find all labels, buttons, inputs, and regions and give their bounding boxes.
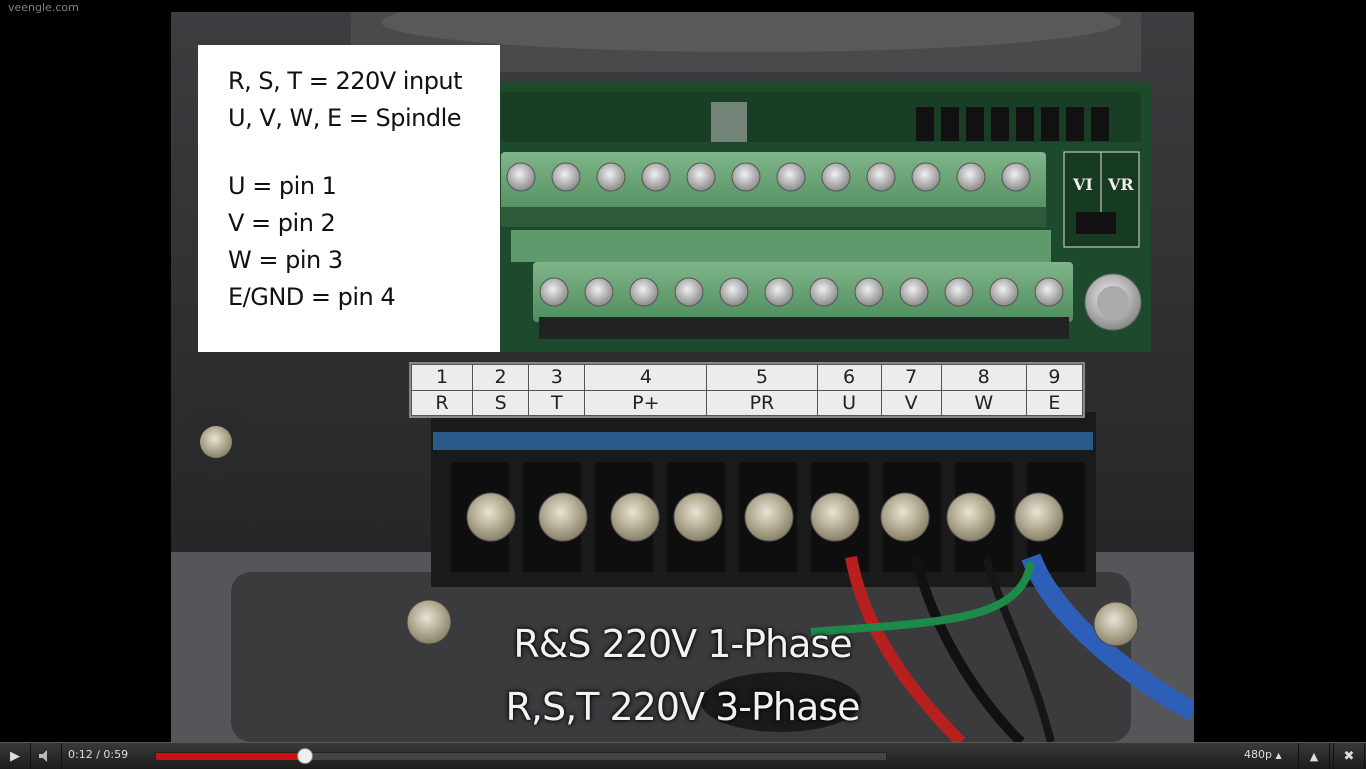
progress-bar[interactable] [155,748,887,764]
subtitle-line-1: R&S 220V 1-Phase [513,622,852,666]
terminal-number: 8 [940,364,1027,391]
terminal-number: 6 [816,364,882,391]
quality-up-icon: ▲ [1275,751,1282,760]
terminal-number: 7 [880,364,942,391]
terminal-number: 5 [706,364,818,391]
board-label-vr: VR [1107,175,1134,194]
close-button[interactable]: ✖ [1333,743,1365,769]
terminal-name: R [411,389,473,416]
note-line: E/GND = pin 4 [228,283,396,311]
video-frame[interactable]: VI VR [171,12,1194,742]
watermark: veengle.com [8,1,79,14]
quality-label: 480p [1244,748,1272,761]
terminal-name: E [1025,389,1084,416]
overlay-notes: R, S, T = 220V input U, V, W, E = Spindl… [198,45,500,352]
terminal-name: W [940,389,1027,416]
subtitle-line-2: R,S,T 220V 3-Phase [505,685,861,729]
note-line: V = pin 2 [228,209,336,237]
progress-knob[interactable] [297,748,314,764]
board-label-vi: VI [1072,175,1093,194]
popout-button[interactable]: ▲ [1298,743,1330,769]
terminal-number: 3 [528,364,586,391]
play-icon: ▶ [10,748,20,764]
note-line: R, S, T = 220V input [228,67,463,95]
note-line: U, V, W, E = Spindle [228,104,462,132]
terminal-name: PR [706,389,818,416]
note-line: U = pin 1 [228,172,337,200]
terminal-number: 9 [1025,364,1084,391]
terminal-name: U [816,389,882,416]
play-button[interactable]: ▶ [0,743,31,769]
terminal-name: P+ [584,389,708,416]
time-display: 0:12 / 0:59 [68,748,129,761]
player-controls: ▶ 0:12 / 0:59 480p ▲ ▲ ✖ [0,742,1366,769]
terminal-name: V [880,389,942,416]
terminal-number: 2 [471,364,530,391]
close-icon: ✖ [1343,748,1355,764]
popout-icon: ▲ [1309,749,1319,763]
progress-fill [156,753,305,760]
volume-icon [39,750,47,762]
terminal-name: S [471,389,530,416]
terminal-number: 1 [411,364,473,391]
note-line: W = pin 3 [228,246,343,274]
volume-button[interactable] [31,743,62,769]
terminal-label-strip: 1 2 3 4 5 6 7 8 9 R S T P+ PR U V W E [409,362,1085,418]
terminal-number: 4 [584,364,708,391]
terminal-name: T [528,389,586,416]
quality-selector[interactable]: 480p ▲ [1244,748,1282,761]
